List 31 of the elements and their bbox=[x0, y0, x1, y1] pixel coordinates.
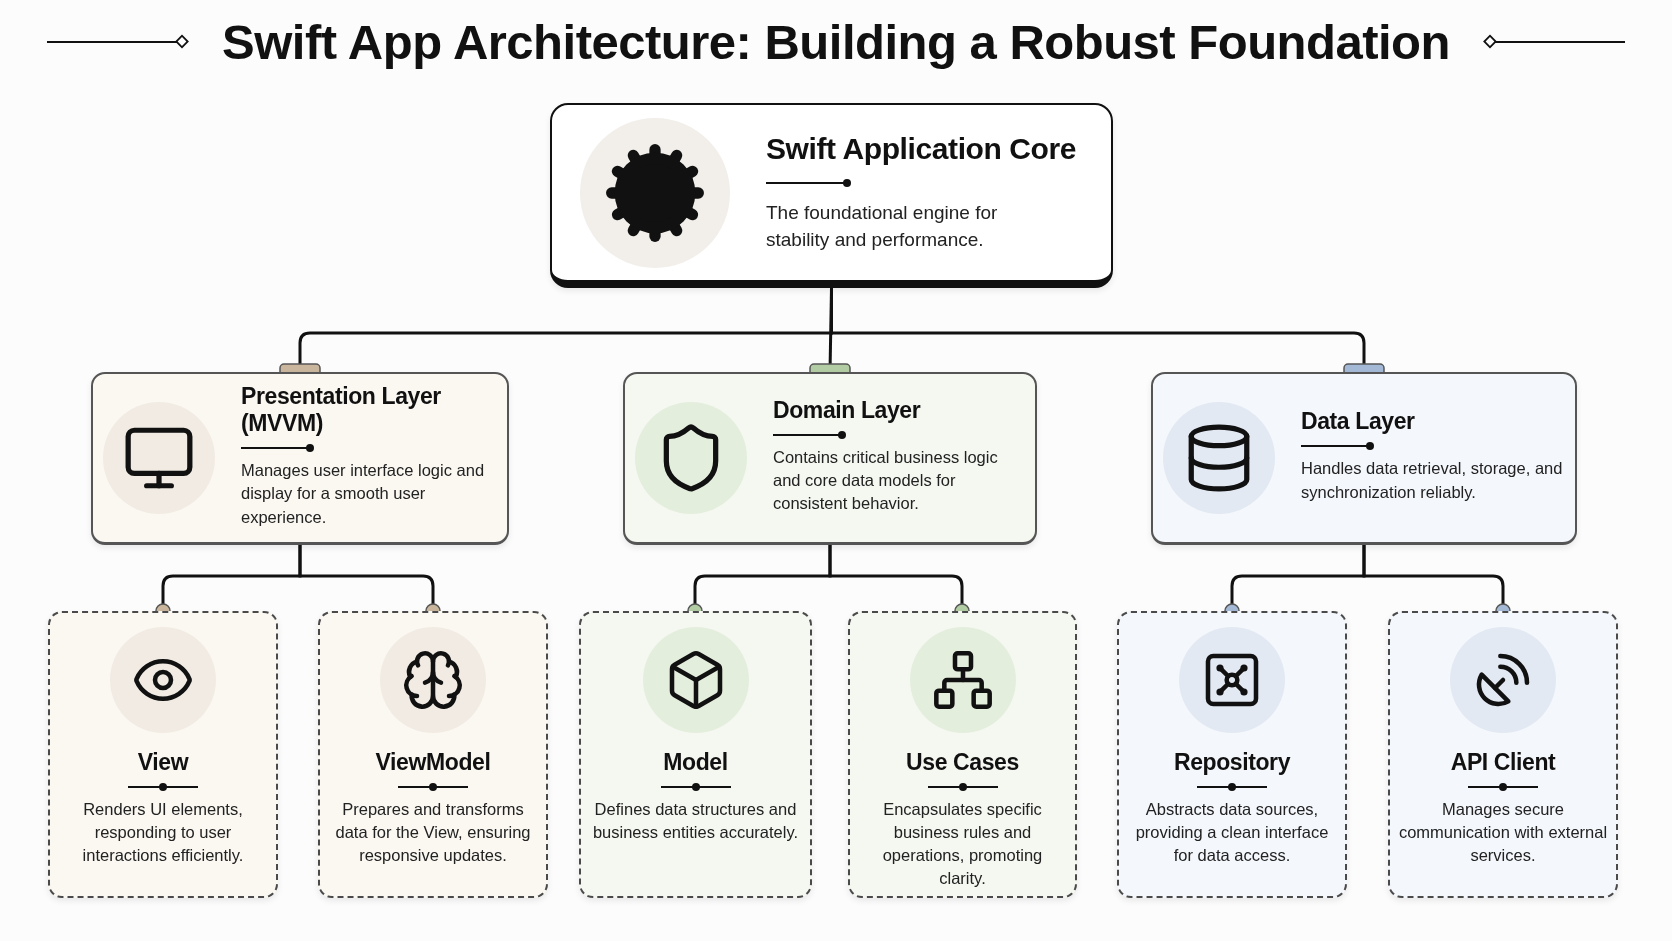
node-heading: View bbox=[137, 749, 189, 776]
node-description: Prepares and transforms data for the View, ensuring responsive updates. bbox=[334, 799, 532, 867]
node-description: Encapsulates specific business rules and operations, promoting clarity. bbox=[881, 799, 1044, 890]
node-heading: Swift Application Core bbox=[766, 131, 1077, 166]
node-heading: Use Cases bbox=[906, 749, 1019, 776]
node-heading: Data Layer bbox=[1301, 408, 1415, 436]
node-description: Contains critical business logic and core data models for consistent behavior. bbox=[773, 446, 999, 515]
node-heading: Model bbox=[663, 749, 728, 776]
node-heading: Repository bbox=[1173, 749, 1291, 776]
node-description: Manages secure communication with external services. bbox=[1398, 799, 1608, 867]
component-card bbox=[318, 611, 548, 898]
node-description: Manages user interface logic and display for a smooth user experience. bbox=[241, 460, 486, 528]
node-description: Abstracts data sources, providing a clean interface for data access. bbox=[1134, 799, 1330, 867]
layer-card bbox=[91, 372, 509, 545]
component-card bbox=[848, 611, 1077, 898]
node-heading: ViewModel bbox=[375, 749, 491, 776]
layer-card bbox=[1151, 372, 1577, 545]
component-card bbox=[1388, 611, 1618, 898]
component-card bbox=[48, 611, 278, 898]
node-description: The foundational engine for stability and performance. bbox=[766, 200, 999, 252]
diagram-title: Swift App Architecture: Building a Robust Foundation bbox=[222, 14, 1450, 70]
component-card bbox=[579, 611, 812, 898]
node-heading: Domain Layer bbox=[773, 396, 921, 424]
node-description: Renders UI elements, responding to user interactions efficiently. bbox=[81, 799, 245, 867]
node-description: Defines data structures and business entities accurately. bbox=[591, 799, 800, 844]
node-description: Handles data retrieval, storage, and synchronization reliably. bbox=[1301, 458, 1564, 503]
component-card bbox=[1117, 611, 1347, 898]
core-card bbox=[550, 103, 1113, 288]
layer-card bbox=[623, 372, 1037, 545]
node-heading: Presentation Layer (MVVM) bbox=[241, 383, 442, 438]
node-heading: API Client bbox=[1450, 749, 1556, 776]
